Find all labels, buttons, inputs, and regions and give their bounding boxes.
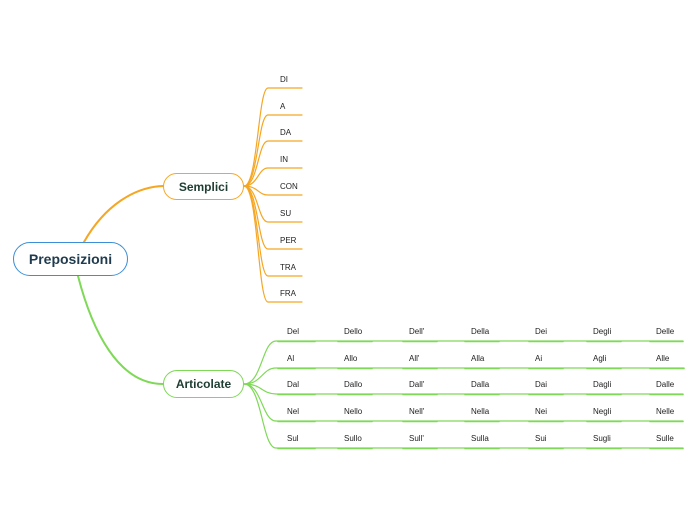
articolate-item-dall-apostrophe[interactable]: Dall' xyxy=(409,380,425,389)
semplici-item-tra[interactable]: TRA xyxy=(280,263,296,272)
articolate-item-sul[interactable]: Sul xyxy=(287,434,299,443)
articolate-item-del[interactable]: Del xyxy=(287,327,300,336)
semplici-item-fra[interactable]: FRA xyxy=(280,289,296,298)
semplici-item-su[interactable]: SU xyxy=(280,209,292,218)
articolate-item-dalle[interactable]: Dalle xyxy=(656,380,675,389)
articolate-item-sulle[interactable]: Sulle xyxy=(656,434,674,443)
articolate-item-dalla[interactable]: Dalla xyxy=(471,380,490,389)
articolate-item-dell-apostrophe[interactable]: Dell' xyxy=(409,327,425,336)
articolate-item-sullo[interactable]: Sullo xyxy=(344,434,362,443)
semplici-item-per[interactable]: PER xyxy=(280,236,297,245)
articolate-item-delle[interactable]: Delle xyxy=(656,327,675,336)
articolate-item-dagli[interactable]: Dagli xyxy=(593,380,612,389)
articolate-item-degli[interactable]: Degli xyxy=(593,327,612,336)
articolate-item-nello[interactable]: Nello xyxy=(344,407,363,416)
articolate-item-nel[interactable]: Nel xyxy=(287,407,300,416)
articolate-item-negli[interactable]: Negli xyxy=(593,407,612,416)
articolate-item-dal[interactable]: Dal xyxy=(287,380,300,389)
semplici-item-con[interactable]: CON xyxy=(280,182,298,191)
articolate-item-sull-apostrophe[interactable]: Sull' xyxy=(409,434,424,443)
articolate-item-nella[interactable]: Nella xyxy=(471,407,490,416)
articolate-item-alla[interactable]: Alla xyxy=(471,354,485,363)
articolate-row-connector-5 xyxy=(243,383,684,449)
articolate-item-dallo[interactable]: Dallo xyxy=(344,380,363,389)
articolate-item-agli[interactable]: Agli xyxy=(593,354,607,363)
articolate-row-connector-4 xyxy=(243,383,684,422)
root-to-articolate-connector xyxy=(77,275,164,385)
branch-articolate-label: Articolate xyxy=(175,377,232,391)
central-topic-preposizioni[interactable]: Preposizioni xyxy=(13,242,128,276)
branch-semplici-label: Semplici xyxy=(178,179,229,194)
semplici-connector-9 xyxy=(243,185,303,303)
central-topic-label: Preposizioni xyxy=(28,251,113,267)
branch-semplici[interactable]: Semplici xyxy=(163,173,244,200)
semplici-item-a[interactable]: A xyxy=(280,102,286,111)
articolate-item-nell-apostrophe[interactable]: Nell' xyxy=(409,407,425,416)
semplici-connector-1 xyxy=(243,87,303,187)
semplici-connector-3 xyxy=(243,140,303,187)
articolate-item-dello[interactable]: Dello xyxy=(344,327,363,336)
semplici-connector-5 xyxy=(243,185,303,196)
articolate-item-nelle[interactable]: Nelle xyxy=(656,407,675,416)
semplici-item-di[interactable]: DI xyxy=(280,75,288,84)
articolate-item-ai[interactable]: Ai xyxy=(535,354,543,363)
semplici-item-in[interactable]: IN xyxy=(280,155,288,164)
articolate-row-connector-3 xyxy=(243,383,684,395)
articolate-item-al[interactable]: Al xyxy=(287,354,295,363)
semplici-connector-4 xyxy=(243,167,303,187)
articolate-item-dai[interactable]: Dai xyxy=(535,380,548,389)
articolate-row-connector-2 xyxy=(243,367,685,385)
articolate-item-sulla[interactable]: Sulla xyxy=(471,434,489,443)
branch-articolate[interactable]: Articolate xyxy=(163,370,244,398)
articolate-item-all-apostrophe[interactable]: All' xyxy=(409,354,420,363)
articolate-item-dei[interactable]: Dei xyxy=(535,327,548,336)
articolate-item-nei[interactable]: Nei xyxy=(535,407,548,416)
articolate-item-sui[interactable]: Sui xyxy=(535,434,547,443)
articolate-item-alle[interactable]: Alle xyxy=(656,354,670,363)
articolate-item-sugli[interactable]: Sugli xyxy=(593,434,611,443)
articolate-item-della[interactable]: Della xyxy=(471,327,490,336)
semplici-item-da[interactable]: DA xyxy=(280,128,292,137)
semplici-connector-2 xyxy=(243,114,303,187)
articolate-item-allo[interactable]: Allo xyxy=(344,354,358,363)
articolate-row-connector-1 xyxy=(243,340,684,385)
root-to-semplici-connector xyxy=(83,185,164,243)
